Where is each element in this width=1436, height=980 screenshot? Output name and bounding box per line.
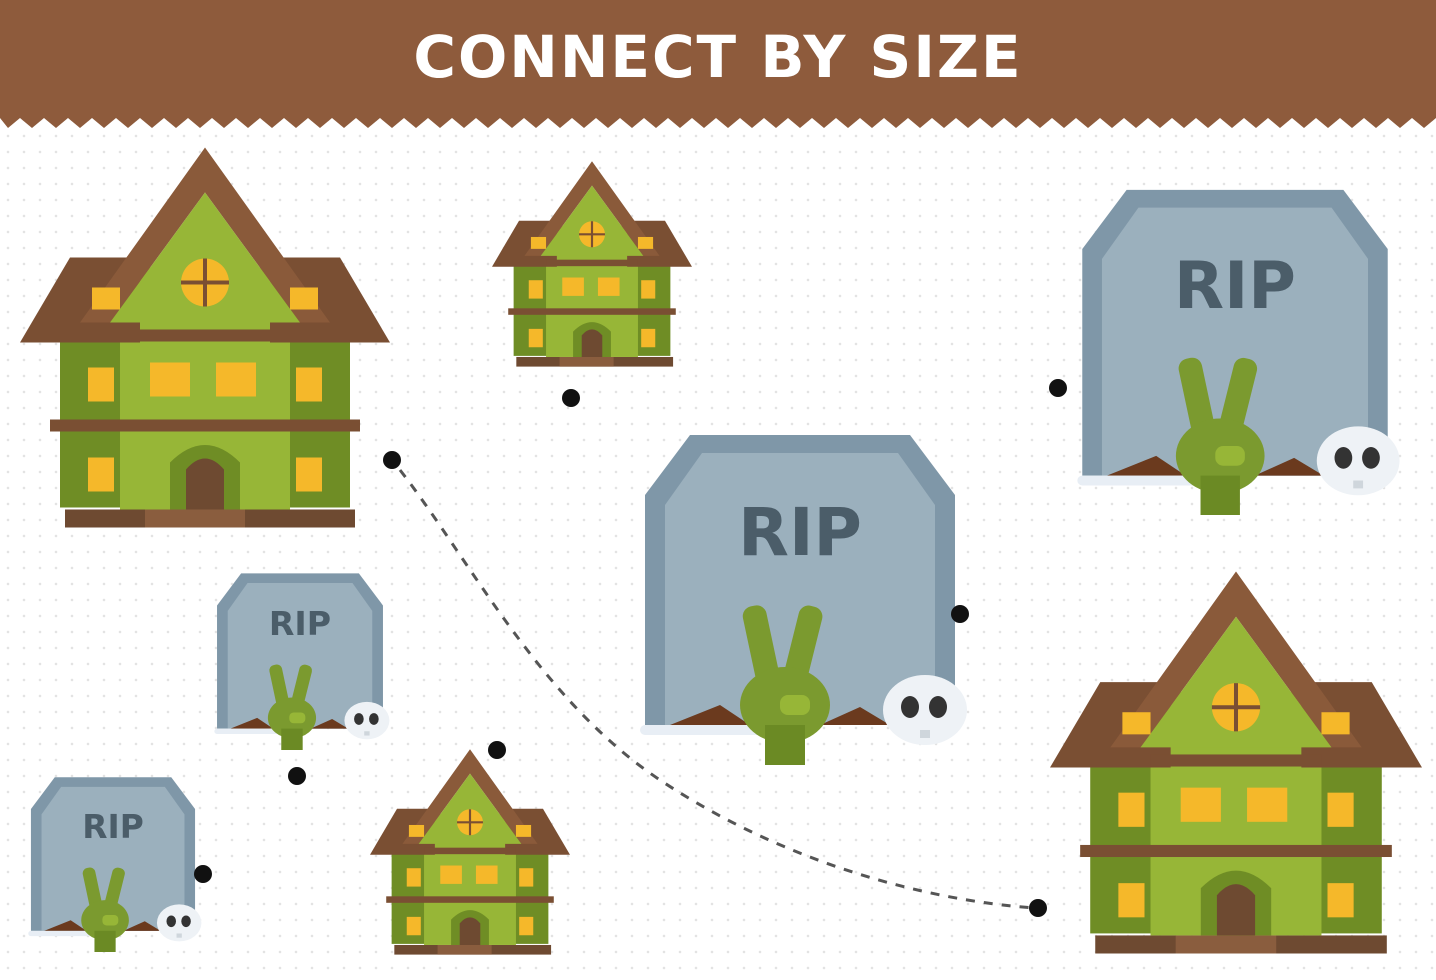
tombstone-large-top-right[interactable]: RIP [1060, 180, 1410, 515]
tombstone-label: RIP [738, 494, 862, 571]
tombstone-small-middle[interactable]: RIP [205, 568, 395, 750]
haunted-house-large-left[interactable] [20, 145, 390, 530]
tombstone-large-middle[interactable]: RIP [625, 425, 975, 765]
connect-dot-large-tomb-middle[interactable] [951, 605, 969, 623]
dashed-connection-line [398, 469, 1036, 910]
tombstone-label: RIP [1174, 249, 1296, 324]
connect-dot-large-tomb-top-right[interactable] [1049, 379, 1067, 397]
header-banner [0, 0, 1436, 128]
connect-dot-small-house-bottom[interactable] [488, 741, 506, 759]
page-title: CONNECT BY SIZE [413, 23, 1023, 91]
connect-dot-small-house-top[interactable] [562, 389, 580, 407]
haunted-house-small-bottom[interactable] [370, 748, 570, 956]
tombstone-small-bottom-left[interactable]: RIP [18, 772, 208, 952]
tombstone-label: RIP [269, 604, 331, 643]
haunted-house-small-top[interactable] [492, 160, 692, 368]
connect-dot-small-tomb-middle[interactable] [288, 767, 306, 785]
connect-dot-small-tomb-bottom-left[interactable] [194, 865, 212, 883]
connect-dot-large-house-right[interactable] [1029, 899, 1047, 917]
tombstone-label: RIP [82, 808, 144, 846]
haunted-house-large-right[interactable] [1050, 570, 1422, 955]
connect-dot-large-house-left[interactable] [383, 451, 401, 469]
